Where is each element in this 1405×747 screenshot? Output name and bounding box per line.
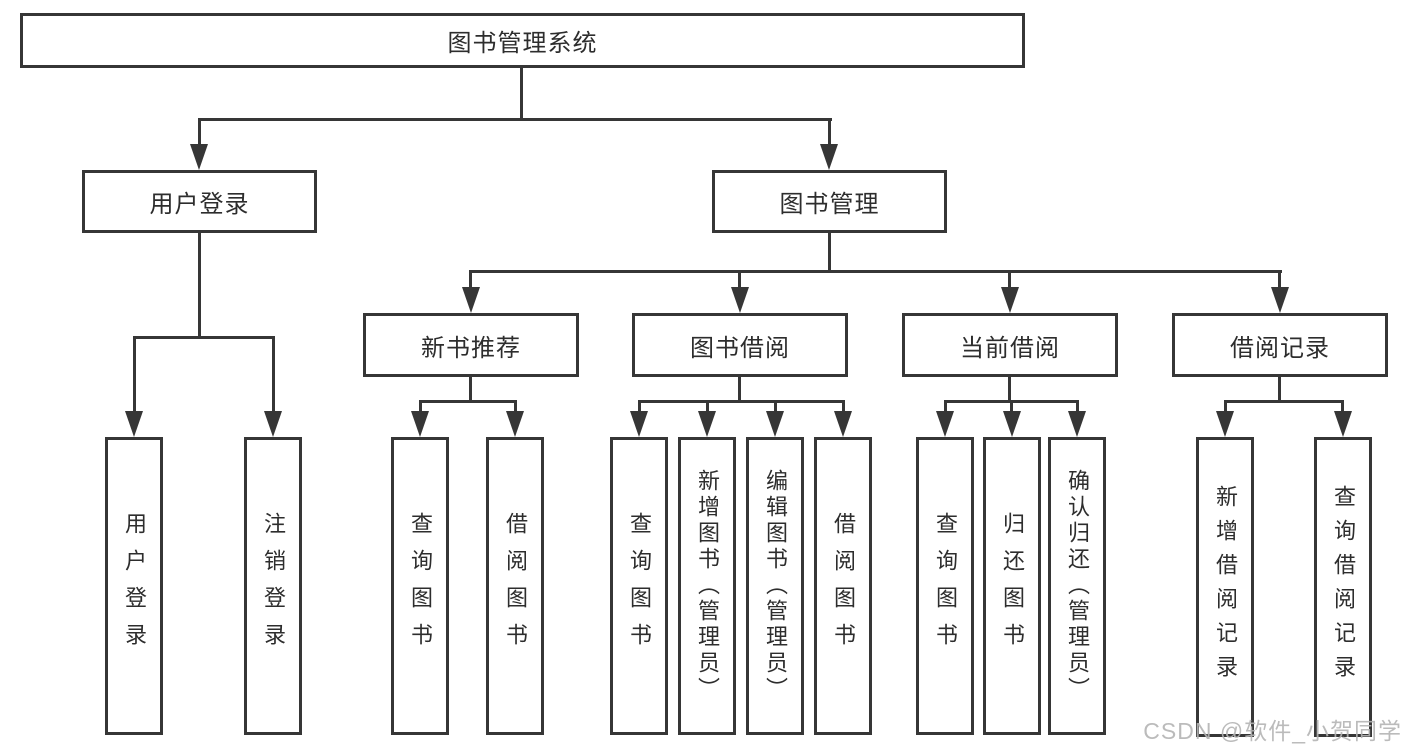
leaf-logout: 注销登录 (244, 437, 302, 735)
arrowhead-d1 (936, 411, 954, 437)
connector-book-mgmt-trunk (828, 233, 831, 270)
arrowhead-user-login (190, 144, 208, 170)
node-user-login: 用户登录 (82, 170, 317, 233)
arrowhead-e1 (1216, 411, 1234, 437)
node-current-borrow: 当前借阅 (902, 313, 1118, 377)
connector-drop-leaf-user-login (133, 336, 136, 413)
arrowhead-book-borrow (731, 287, 749, 313)
connector-drop-book-borrow (738, 270, 741, 290)
connector-drop-c1 (638, 400, 641, 413)
connector-borrow-records-trunk (1278, 377, 1281, 400)
node-borrow-records: 借阅记录 (1172, 313, 1388, 377)
arrowhead-d2 (1003, 411, 1021, 437)
arrowhead-c2 (698, 411, 716, 437)
node-book-borrow: 图书借阅 (632, 313, 848, 377)
arrowhead-c3 (766, 411, 784, 437)
arrowhead-leaf-user-login (125, 411, 143, 437)
arrowhead-c4 (834, 411, 852, 437)
connector-drop-current-borrow (1008, 270, 1011, 290)
arrowhead-e2 (1334, 411, 1352, 437)
node-book-mgmt: 图书管理 (712, 170, 947, 233)
connector-drop-e2 (1341, 400, 1344, 413)
arrowhead-b1 (411, 411, 429, 437)
arrowhead-current-borrow (1001, 287, 1019, 313)
connector-user-login-splitter (133, 336, 275, 339)
connector-drop-user-login (198, 118, 201, 148)
leaf-query-book-3: 查询图书 (916, 437, 974, 735)
arrowhead-borrow-records (1271, 287, 1289, 313)
leaf-query-book-2: 查询图书 (610, 437, 668, 735)
csdn-watermark: CSDN @软件_小贺同学 (1143, 718, 1402, 744)
connector-level2-splitter (198, 118, 832, 121)
leaf-borrow-book-1: 借阅图书 (486, 437, 544, 735)
arrowhead-leaf-logout (264, 411, 282, 437)
leaf-query-book-1: 查询图书 (391, 437, 449, 735)
leaf-add-book-admin: 新增图书（管理员） (678, 437, 736, 735)
arrowhead-d3 (1068, 411, 1086, 437)
connector-drop-new-book-rec (469, 270, 472, 290)
connector-drop-e1 (1224, 400, 1227, 413)
node-root: 图书管理系统 (20, 13, 1025, 68)
connector-drop-d1 (944, 400, 947, 413)
leaf-return-book: 归还图书 (983, 437, 1041, 735)
connector-current-borrow-trunk (1008, 377, 1011, 400)
connector-drop-c4 (842, 400, 845, 413)
node-new-book-rec: 新书推荐 (363, 313, 579, 377)
connector-drop-c3 (774, 400, 777, 413)
connector-book-borrow-splitter (638, 400, 845, 403)
connector-book-borrow-trunk (738, 377, 741, 400)
connector-drop-borrow-records (1278, 270, 1281, 290)
leaf-edit-book-admin: 编辑图书（管理员） (746, 437, 804, 735)
connector-drop-d3 (1076, 400, 1079, 413)
arrowhead-b2 (506, 411, 524, 437)
leaf-confirm-return-admin: 确认归还（管理员） (1048, 437, 1106, 735)
connector-level3-splitter (470, 270, 1282, 273)
leaf-query-borrow-record: 查询借阅记录 (1314, 437, 1372, 737)
connector-borrow-records-splitter (1224, 400, 1344, 403)
leaf-user-login: 用户登录 (105, 437, 163, 735)
connector-drop-b1 (419, 400, 422, 413)
connector-drop-b2 (514, 400, 517, 413)
connector-new-book-rec-trunk (469, 377, 472, 400)
leaf-borrow-book-2: 借阅图书 (814, 437, 872, 735)
arrowhead-c1 (630, 411, 648, 437)
arrowhead-book-mgmt (820, 144, 838, 170)
connector-root-trunk (520, 68, 523, 118)
leaf-add-borrow-record: 新增借阅记录 (1196, 437, 1254, 737)
connector-drop-d2 (1010, 400, 1013, 413)
connector-user-login-trunk (198, 233, 201, 336)
connector-drop-book-mgmt (828, 118, 831, 148)
arrowhead-new-book-rec (462, 287, 480, 313)
connector-new-book-rec-splitter (419, 400, 517, 403)
connector-drop-c2 (706, 400, 709, 413)
connector-drop-leaf-logout (272, 336, 275, 413)
